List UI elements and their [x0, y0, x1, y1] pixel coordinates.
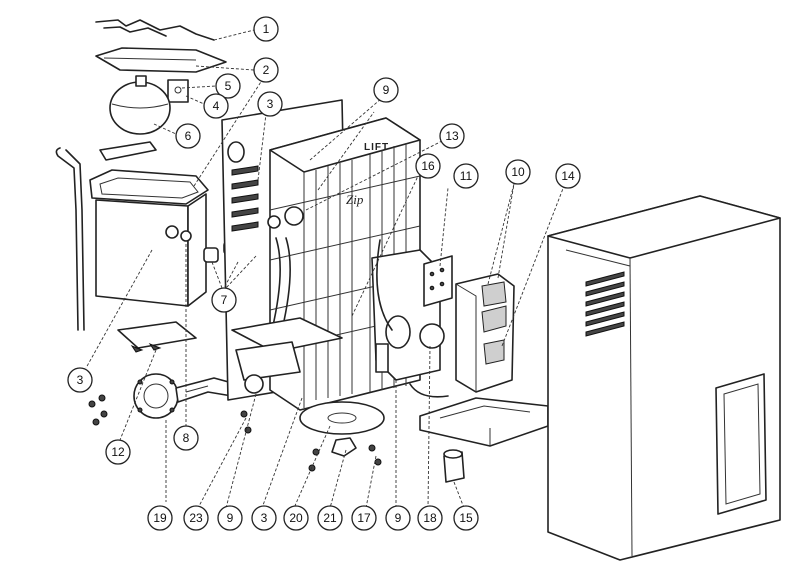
svg-text:13: 13 — [445, 129, 459, 143]
callout-21: 21 — [317, 505, 343, 531]
part-small-cup — [443, 449, 465, 483]
svg-text:3: 3 — [261, 511, 268, 525]
svg-text:12: 12 — [111, 445, 125, 459]
svg-text:17: 17 — [357, 511, 371, 525]
svg-text:3: 3 — [267, 97, 274, 111]
callout-16: 16 — [415, 153, 441, 179]
svg-text:14: 14 — [561, 169, 575, 183]
callout-19: 19 — [147, 505, 173, 531]
svg-text:8: 8 — [183, 431, 190, 445]
part-elbow-pipe — [55, 141, 157, 331]
svg-text:19: 19 — [153, 511, 167, 525]
callout-23: 23 — [183, 505, 209, 531]
part-valve-assembly — [371, 239, 449, 398]
svg-text:18: 18 — [423, 511, 437, 525]
svg-text:23: 23 — [189, 511, 203, 525]
part-float-ball — [109, 75, 171, 135]
brand-mark: Zip — [346, 192, 364, 207]
callout-3-bottom: 3 — [251, 505, 277, 531]
lift-label: LIFT — [364, 142, 389, 153]
callout-10: 10 — [505, 159, 531, 185]
svg-text:21: 21 — [323, 511, 337, 525]
part-outer-casing — [547, 195, 781, 561]
callout-6: 6 — [175, 123, 201, 149]
svg-text:16: 16 — [421, 159, 435, 173]
callout-12: 12 — [105, 439, 131, 465]
callout-8: 8 — [173, 425, 199, 451]
svg-text:1: 1 — [263, 22, 270, 36]
part-nut — [308, 437, 382, 472]
svg-text:5: 5 — [225, 79, 232, 93]
callout-14: 14 — [555, 163, 581, 189]
svg-text:9: 9 — [383, 83, 390, 97]
part-control-plate — [117, 321, 197, 353]
part-control-cover — [455, 273, 515, 393]
callout-13: 13 — [439, 123, 465, 149]
svg-text:2: 2 — [263, 63, 270, 77]
leader-lines — [85, 29, 565, 509]
part-disc — [299, 401, 385, 435]
part-screws — [88, 394, 252, 434]
part-burner-tray — [231, 317, 343, 394]
part-tank — [89, 169, 209, 307]
svg-text:7: 7 — [221, 293, 228, 307]
svg-text:3: 3 — [77, 373, 84, 387]
svg-text:20: 20 — [289, 511, 303, 525]
callout-3-left: 3 — [67, 367, 93, 393]
callout-9-top: 9 — [373, 77, 399, 103]
svg-text:11: 11 — [460, 169, 473, 183]
callout-2: 2 — [253, 57, 279, 83]
callout-18: 18 — [417, 505, 443, 531]
part-base-tray — [419, 397, 549, 447]
callout-4: 4 — [203, 93, 229, 119]
callout-9-left: 9 — [217, 505, 243, 531]
callout-1: 1 — [253, 16, 279, 42]
callout-20: 20 — [283, 505, 309, 531]
callout-5: 5 — [215, 73, 241, 99]
callout-15: 15 — [453, 505, 479, 531]
svg-text:9: 9 — [227, 511, 234, 525]
callout-11: 11 — [453, 163, 479, 189]
part-wire-clip — [95, 19, 215, 41]
svg-text:4: 4 — [213, 99, 220, 113]
callout-9-bottom: 9 — [385, 505, 411, 531]
part-body-pipes — [267, 206, 304, 331]
callout-3-top: 3 — [257, 91, 283, 117]
part-lid-plate — [95, 47, 227, 73]
part-float-bracket — [167, 79, 189, 103]
svg-text:15: 15 — [459, 511, 473, 525]
part-flange-burner — [133, 373, 237, 419]
svg-text:10: 10 — [511, 165, 525, 179]
svg-text:9: 9 — [395, 511, 402, 525]
callout-7: 7 — [211, 287, 237, 313]
part-small-panel — [423, 255, 453, 307]
svg-text:6: 6 — [185, 129, 192, 143]
callout-17: 17 — [351, 505, 377, 531]
